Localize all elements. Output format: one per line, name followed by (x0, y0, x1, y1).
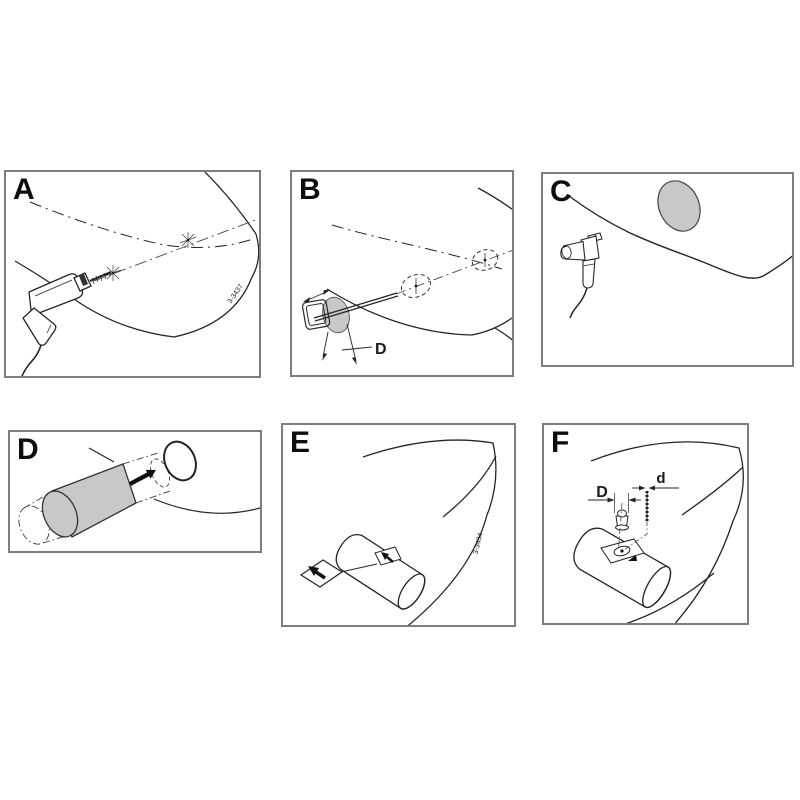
drill-centerline (93, 218, 259, 282)
panel-a: A (4, 170, 261, 378)
dimension-D-label: D (596, 484, 608, 501)
hole-outline (163, 440, 197, 482)
marked-hole-1 (400, 273, 432, 299)
panel-a-label: A (13, 173, 35, 206)
sensor-cylinder (573, 527, 672, 609)
panel-a-drawing: 3-3437 (14, 172, 259, 376)
panel-f-label: F (551, 426, 570, 459)
panel-f-drawing: D d (573, 441, 744, 623)
marked-hole-2 (471, 249, 499, 271)
dimension-d (622, 485, 679, 552)
panel-c-drawing (560, 180, 792, 319)
marking-patch (374, 546, 402, 566)
insert-arrow (129, 469, 156, 486)
detail-leader-line (340, 563, 378, 573)
dimension-d-label: d (656, 470, 665, 487)
panel-f: F (542, 423, 749, 625)
center-mark-2 (179, 232, 197, 248)
panel-c-label: C (550, 175, 572, 208)
grommet (615, 509, 629, 531)
panel-d-label: D (17, 433, 39, 466)
bumper-outline (88, 447, 260, 514)
panel-d: D (8, 430, 262, 553)
bumper-outline (326, 187, 512, 341)
panel-c: C (541, 172, 794, 367)
panel-b: B (290, 170, 514, 377)
dimension-d (322, 323, 373, 365)
panel-e: E 3-3434 (281, 423, 516, 627)
part-number-text: 3-3434 (473, 532, 485, 555)
panel-e-label: E (290, 426, 311, 459)
dimension-d-label: D (375, 341, 387, 358)
detail-callout-label (299, 559, 344, 588)
bumper-outline (590, 441, 744, 623)
part-number-text: 3-3437 (227, 283, 245, 305)
bumper-outline (14, 172, 259, 338)
plate-arrow (628, 555, 637, 561)
drill-illustration (21, 270, 112, 376)
center-mark-1 (104, 265, 122, 281)
panel-b-label: B (299, 173, 321, 206)
motion-arrow (303, 290, 330, 302)
dimension-D (588, 493, 641, 513)
panel-d-drawing (18, 440, 260, 545)
sleeve-shaded (41, 463, 137, 538)
hole-shaded (657, 180, 701, 232)
panel-b-drawing: D (301, 187, 512, 365)
bumper-outline (568, 195, 792, 279)
panel-e-drawing: 3-3434 (299, 439, 497, 625)
bumper-outline (362, 439, 497, 625)
cutter-tool (301, 292, 399, 330)
sensor-tool (560, 232, 603, 319)
sensor-cylinder (335, 534, 426, 610)
grommet-centerline (618, 502, 623, 550)
mounting-plate (600, 538, 645, 564)
